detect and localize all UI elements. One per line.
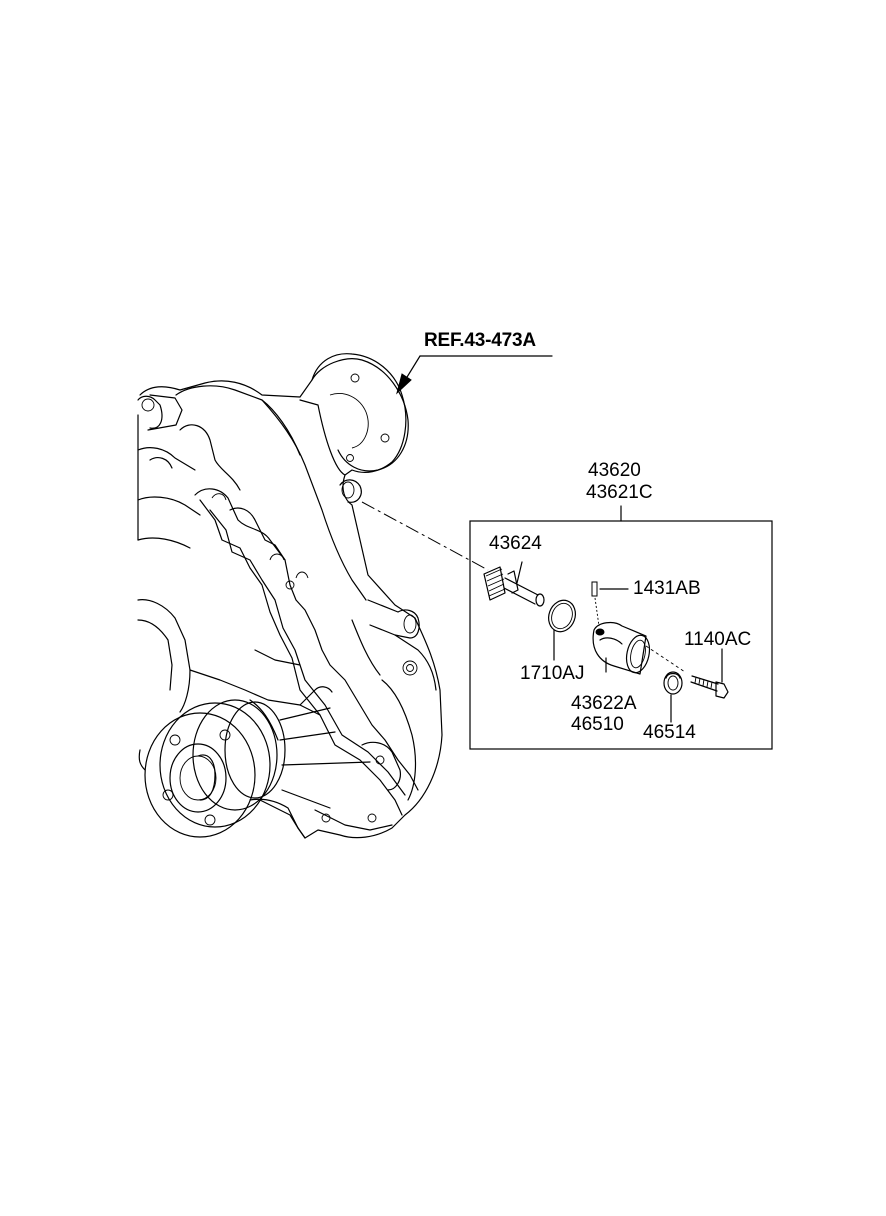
part-label-gear: 43624: [489, 533, 542, 554]
part-label-sleeve: 43622A: [571, 693, 637, 714]
driven-gear-part: [483, 561, 545, 607]
part-label-seal: 46514: [643, 722, 696, 743]
assembly-number-alt-label: 43621C: [586, 482, 653, 503]
part-label-pin: 1431AB: [633, 578, 701, 599]
seal-part: [663, 671, 683, 723]
bolt-part: [690, 648, 729, 699]
ref-leader: [396, 355, 553, 395]
output-flange: [138, 699, 286, 838]
o-ring-part: [548, 599, 576, 661]
part-label-o-ring: 1710AJ: [520, 663, 585, 684]
assembly-number-label: 43620: [588, 460, 641, 481]
installation-path-line: [361, 501, 489, 571]
reference-label: REF.43-473A: [424, 330, 536, 351]
part-label-bolt: 1140AC: [684, 629, 752, 650]
part-label-sleeve-alt: 46510: [571, 714, 624, 735]
pin-part: [591, 581, 629, 627]
transfer-case-housing: [137, 353, 443, 839]
sleeve-part: [592, 621, 686, 675]
